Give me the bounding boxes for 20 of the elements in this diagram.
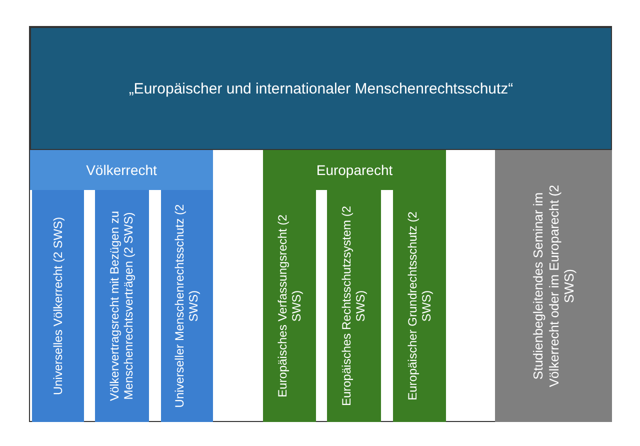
title-text: „Europäischer und internationaler Menschenrechtsschutz“ — [128, 80, 514, 97]
course-title: Europäisches Verfassungsrecht (2 SWS) — [275, 214, 304, 400]
course-column — [32, 190, 84, 422]
header-text: Europarecht — [315, 162, 394, 178]
category-header — [263, 150, 446, 190]
course-column — [327, 190, 381, 422]
course-title: Europäischer Grundrechtsschutz (2 SWS) — [405, 210, 434, 402]
course-title: Europäisches Rechtsschutzsystem (2 SWS) — [340, 204, 368, 408]
course-column — [495, 150, 612, 422]
course-column — [263, 190, 316, 422]
category-header — [30, 150, 213, 190]
course-column — [161, 190, 213, 422]
header-text: Völkerrecht — [85, 162, 158, 178]
course-title: Völkervertragsrecht mit Bezügen zu Menschenrechtsverträgen (2 SWS) — [108, 210, 136, 404]
course-title: Universeller Menschenrechtsschutz (2 SWS) — [172, 203, 202, 410]
course-title: Universelles Völkerrecht (2 SWS) — [50, 216, 66, 398]
title-banner — [30, 27, 612, 150]
course-column — [393, 190, 446, 422]
course-title: Studienbegleitendes Seminar im Völkerrecht oder im Europarecht (2 SWS) — [530, 184, 577, 390]
course-column — [95, 190, 149, 422]
